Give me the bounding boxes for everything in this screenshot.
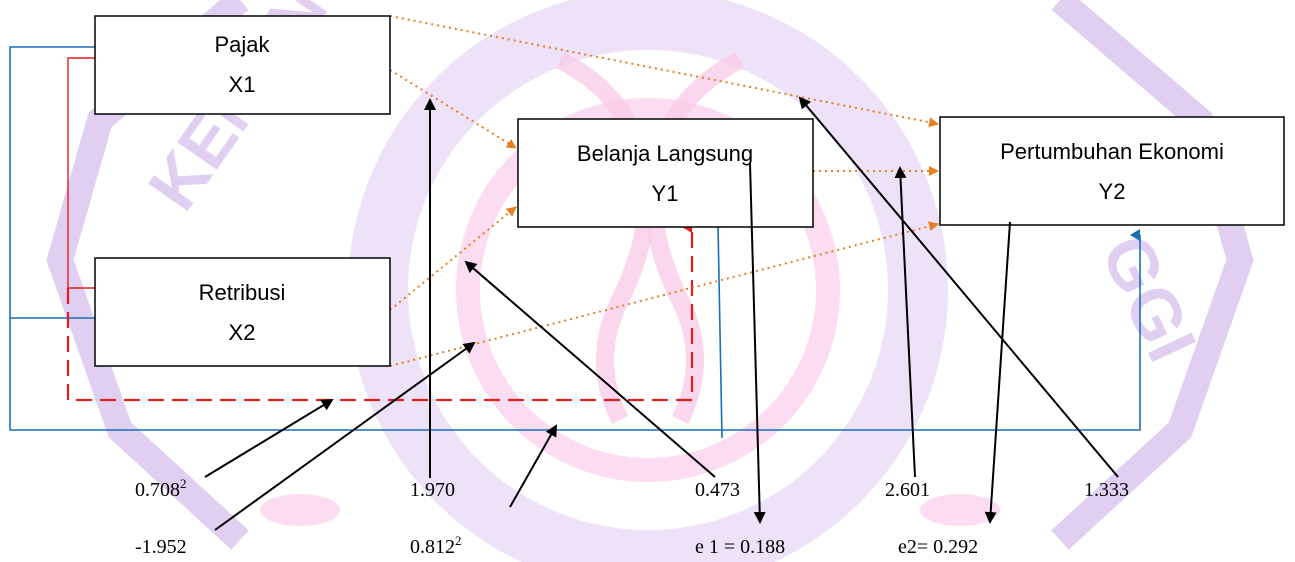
- node-pajak-code: X1: [229, 72, 256, 97]
- node-belanja: Belanja Langsung Y1: [517, 118, 814, 228]
- coef-0473: 0.473: [695, 479, 740, 501]
- coefficient-labels: 0.7082 1.970 0.473 2.601 1.333 -1.952 0.…: [135, 476, 1129, 558]
- node-pajak: Pajak X1: [94, 15, 391, 115]
- coef-1970: 1.970: [410, 479, 455, 501]
- coef-1333: 1.333: [1084, 479, 1129, 501]
- node-pertumbuhan-label: Pertumbuhan Ekonomi: [1000, 139, 1224, 164]
- coef-2601: 2.601: [885, 479, 930, 501]
- node-retribusi: Retribusi X2: [94, 257, 391, 367]
- node-belanja-code: Y1: [652, 181, 679, 206]
- coefficient-pointer-arrows: [204, 96, 1119, 531]
- node-retribusi-code: X2: [229, 320, 256, 345]
- watermark-text-right: GGI: [1086, 223, 1211, 372]
- red-dashed-connector: [66, 57, 694, 402]
- node-pertumbuhan: Pertumbuhan Ekonomi Y2: [939, 116, 1285, 226]
- blue-correlation-lines: [9, 46, 1141, 439]
- coef-0708: 0.7082: [135, 476, 187, 501]
- node-pajak-label: Pajak: [214, 32, 270, 57]
- coef-0812: 0.8122: [410, 533, 462, 558]
- error-term-e1: e 1 = 0.188: [695, 536, 785, 558]
- node-pertumbuhan-code: Y2: [1099, 179, 1126, 204]
- error-term-e2: e2= 0.292: [898, 536, 978, 558]
- orange-path-arrows: [389, 15, 939, 367]
- node-belanja-label: Belanja Langsung: [577, 141, 753, 166]
- node-retribusi-label: Retribusi: [199, 280, 286, 305]
- coef-neg-1952: -1.952: [135, 536, 187, 558]
